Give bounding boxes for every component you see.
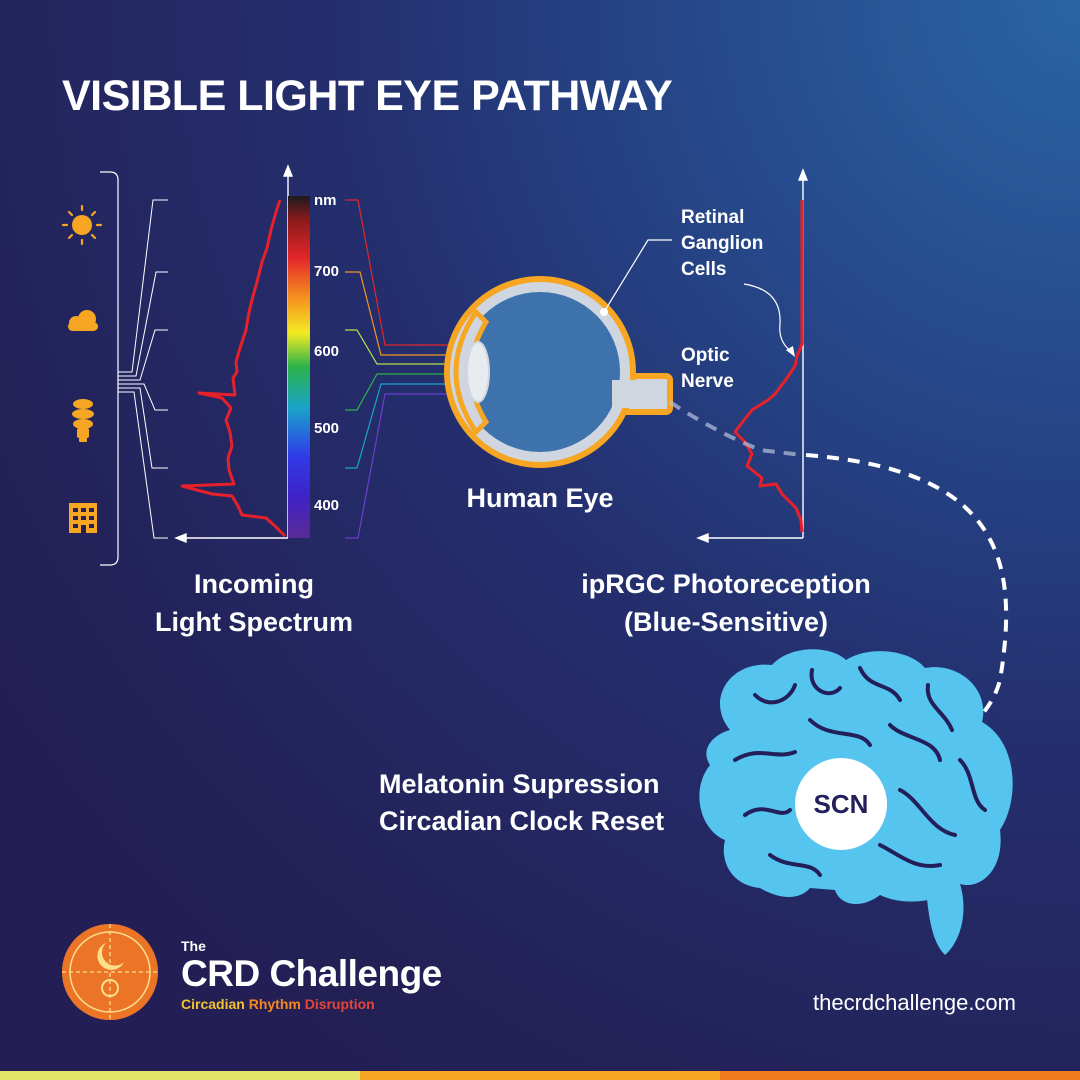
retinal-ganglion-label: Retinal Ganglion Cells (681, 205, 763, 283)
page-title: VISIBLE LIGHT EYE PATHWAY (62, 72, 673, 120)
brand-tagline: Circadian Rhythm Disruption (181, 994, 442, 1014)
retinal-label-line: Cells (681, 259, 727, 280)
bulb-icon (72, 399, 94, 442)
caption-line: ipRGC Photoreception (581, 569, 871, 599)
scn-label: SCN (813, 788, 869, 819)
caption-line: (Blue-Sensitive) (623, 607, 829, 637)
retinal-label-line: Ganglion (681, 233, 764, 254)
incoming-spectrum-curve (180, 199, 287, 538)
brand-block: The CRD Challenge Circadian Rhythm Disru… (181, 938, 442, 1014)
spectrum-tick-label: 700 (314, 263, 340, 280)
lens (466, 341, 490, 403)
tagline-word: Disruption (300, 996, 375, 1012)
spectrum-tick-label: 600 (314, 343, 340, 360)
tagline-word: Rhythm (244, 996, 301, 1012)
iprgc-caption: ipRGC Photoreception (Blue-Sensitive) (556, 565, 896, 641)
human-eye-caption: Human Eye (466, 483, 614, 513)
iprgc-curve (733, 200, 804, 533)
optic-label-line: Optic (681, 345, 730, 366)
building-icon (69, 503, 97, 533)
optic-nerve-label: Optic Nerve (681, 343, 734, 395)
caption-line: Light Spectrum (154, 607, 353, 637)
brain-effect-line: Melatonin Supression (379, 769, 660, 799)
tagline-word: Circadian (181, 996, 245, 1012)
footer-segment (720, 1071, 1080, 1080)
human-eye (444, 276, 673, 468)
brand-the: The (181, 938, 206, 954)
spectrum-unit-label: nm (314, 192, 337, 209)
website-link[interactable]: thecrdchallenge.com (812, 990, 1016, 1015)
scn-badge: SCN (795, 758, 887, 850)
optic-label-line: Nerve (681, 371, 734, 392)
optic-pointer (743, 283, 795, 357)
spectrum-tick-label: 500 (314, 420, 340, 437)
source-bracket (100, 171, 119, 566)
retinal-label-line: Retinal (681, 207, 745, 228)
source-fan-lines (118, 199, 168, 539)
crd-logo-icon (62, 924, 158, 1020)
footer-segment (360, 1071, 720, 1080)
spectrum-bar (288, 196, 310, 538)
footer-segment (0, 1071, 360, 1080)
retinal-pointer (600, 239, 672, 316)
cloud-icon (68, 310, 98, 331)
caption-line: Incoming (194, 569, 314, 599)
brain-effect-line: Circadian Clock Reset (379, 806, 665, 836)
spectrum-tick-label: 400 (314, 497, 340, 514)
incoming-spectrum-caption: Incoming Light Spectrum (130, 565, 378, 641)
brain-effect-label: Melatonin Supression Circadian Clock Res… (379, 766, 664, 840)
footer-stripe (0, 1071, 1080, 1080)
sun-icon (61, 204, 103, 246)
brand-name: CRD Challenge (181, 953, 442, 994)
